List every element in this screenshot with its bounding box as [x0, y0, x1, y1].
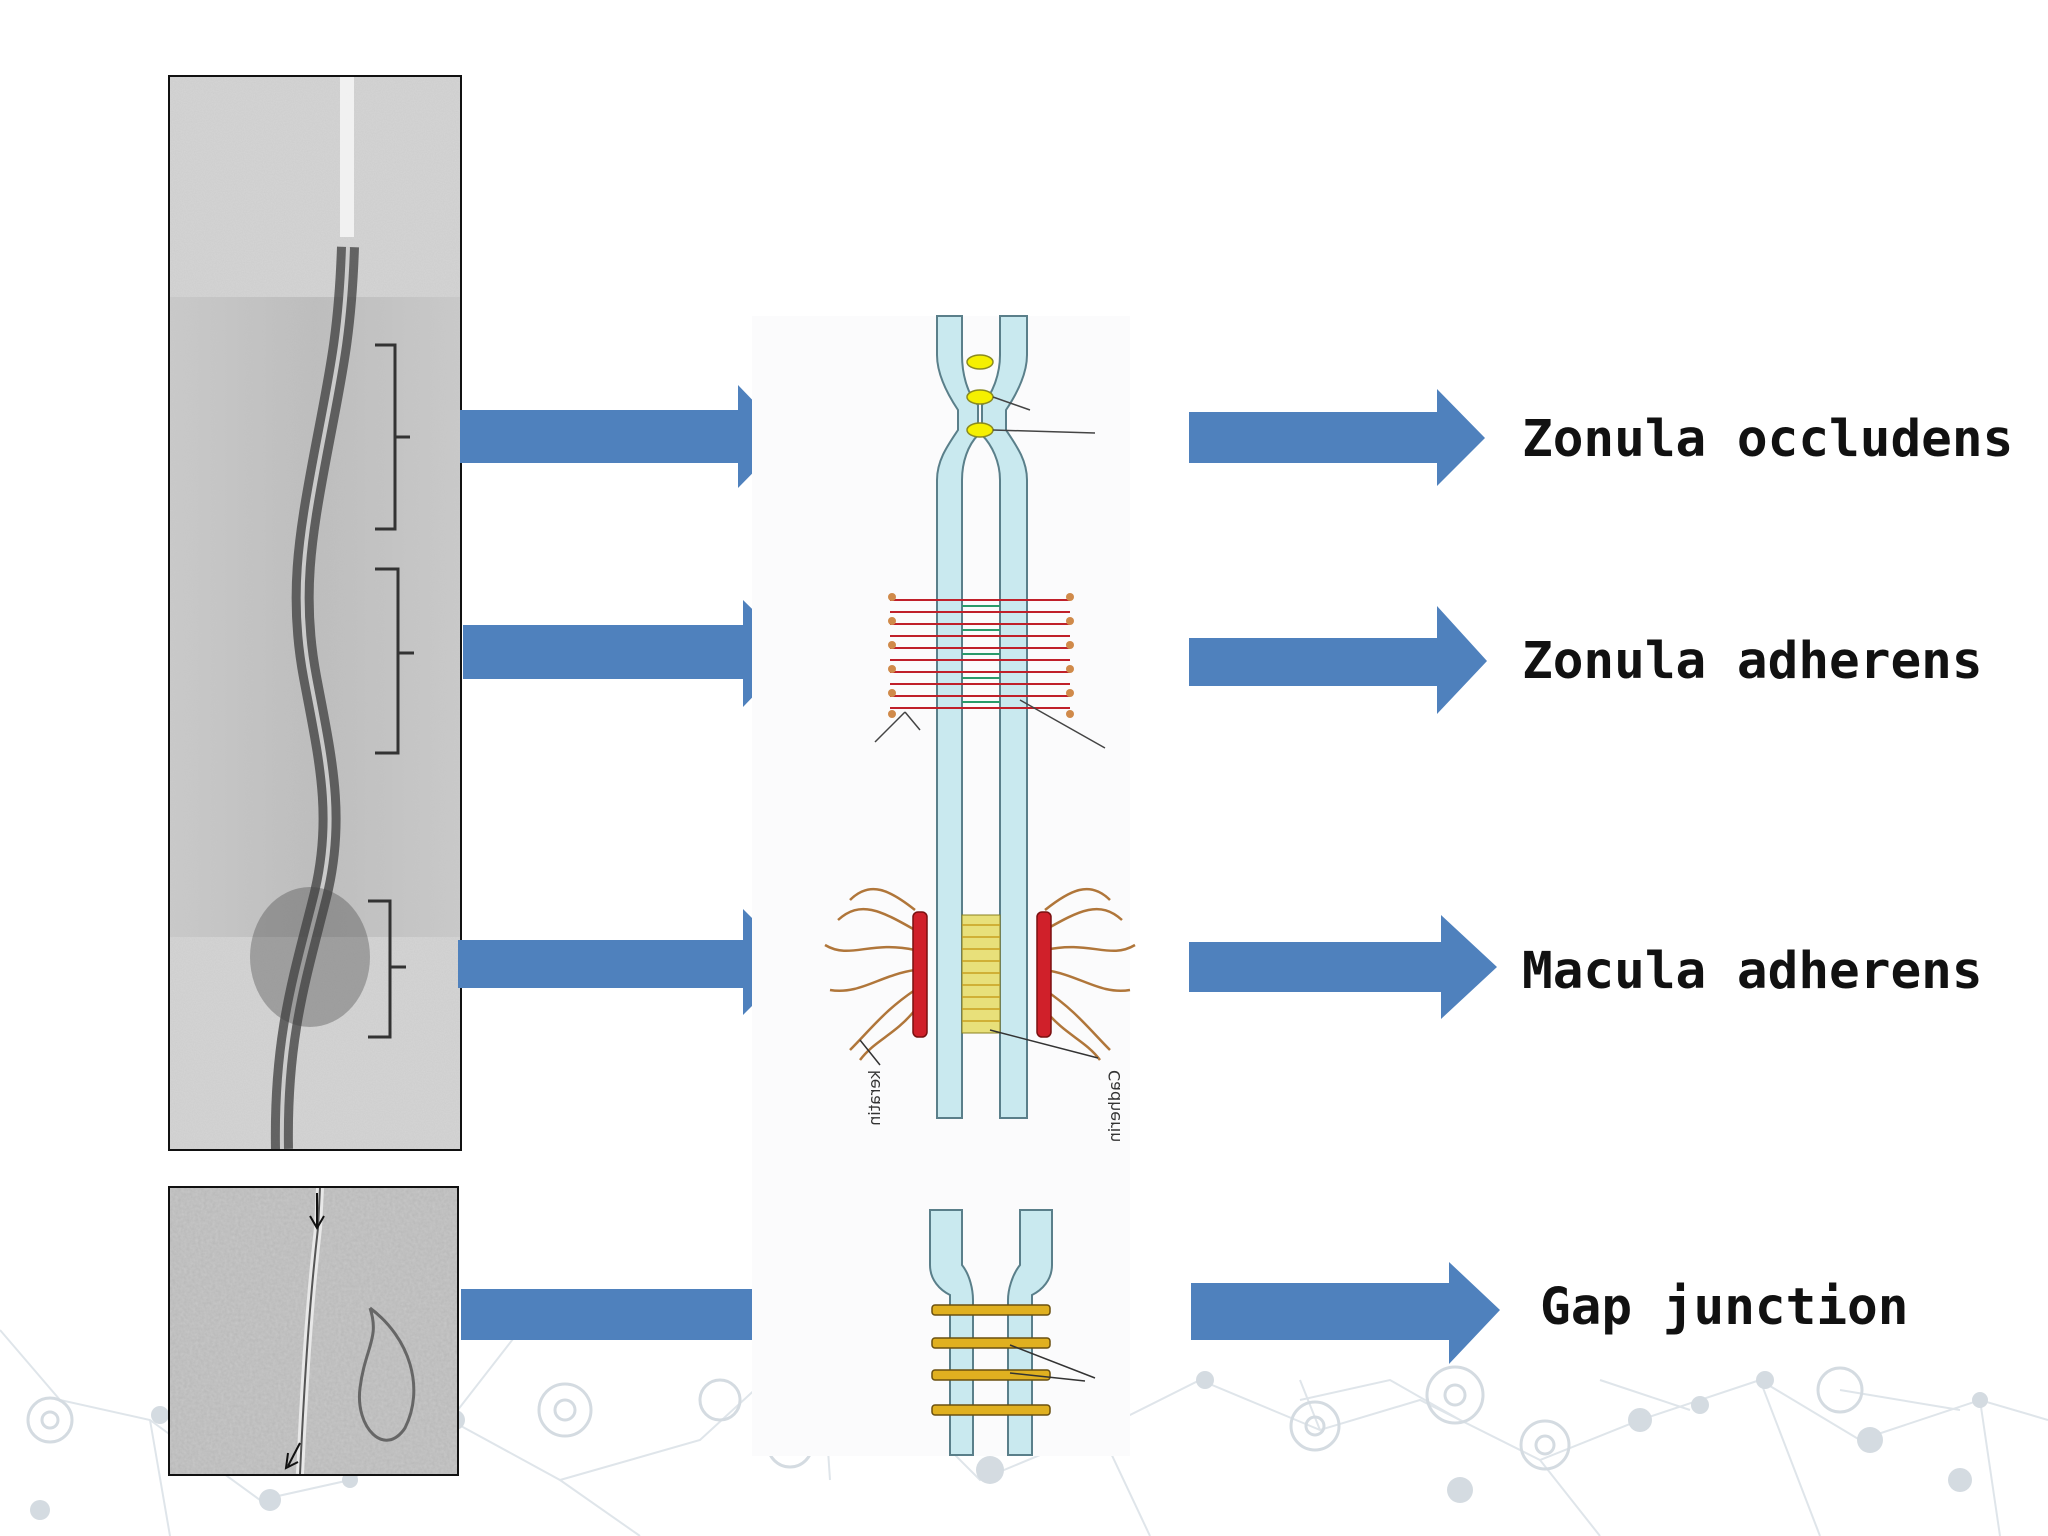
label-macula-adherens: Macula adherens — [1522, 942, 1983, 1001]
adherens-belt — [874, 593, 1106, 749]
micrograph-bottom — [168, 1186, 459, 1476]
label-zonula-adherens: Zonula adherens — [1522, 632, 1983, 691]
label-zonula-occludens: Zonula occludens — [1522, 410, 2014, 469]
occludens-proteins — [966, 354, 994, 438]
desmosome: keratin Cadherin — [824, 887, 1136, 1142]
keratin-mirrored-label: keratin — [865, 1070, 884, 1126]
electron-micrograph-image — [170, 77, 460, 1149]
label-gap-junction: Gap junction — [1540, 1278, 1909, 1337]
micrograph-top — [168, 75, 462, 1151]
gap-junction-micrograph-image — [170, 1188, 457, 1474]
cadherin-mirrored-label: Cadherin — [1105, 1070, 1124, 1142]
gap-junction-schematic — [929, 1209, 1096, 1456]
cell-membranes — [936, 315, 1028, 1119]
